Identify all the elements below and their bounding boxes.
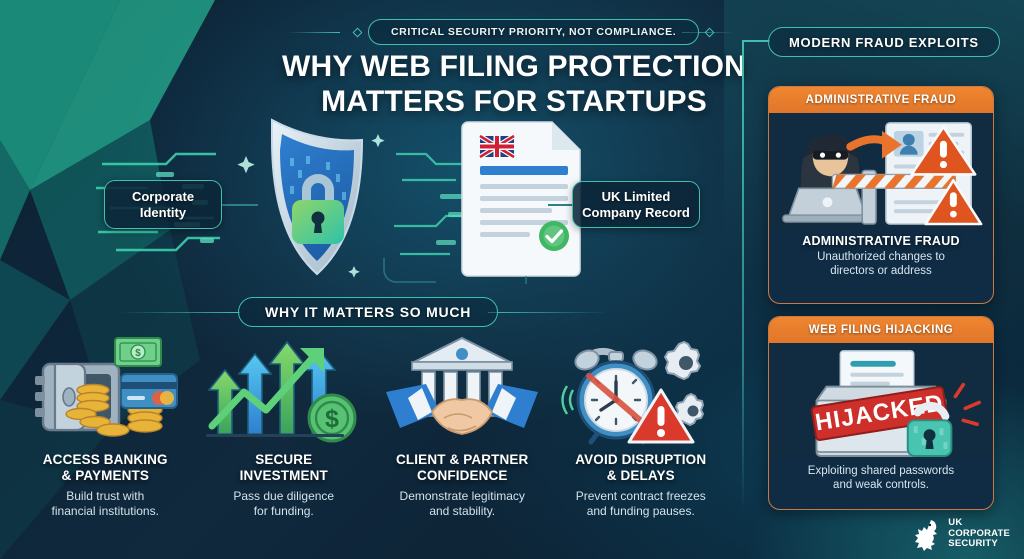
lion-rampant-icon <box>915 520 938 551</box>
logo-line-1: UK <box>948 517 963 529</box>
benefit-title-line-1: SECURE <box>255 452 313 467</box>
benefit-desc: Demonstrate legitimacy and stability. <box>400 489 525 520</box>
hacker-laptop-barrier-icon <box>769 113 993 232</box>
hero-connector-line <box>383 258 436 283</box>
fraud-card-header: ADMINISTRATIVE FRAUD <box>769 87 993 113</box>
benefits-row: $ ACCESS BANKING & PAYMENTS Build trust … <box>16 334 730 539</box>
benefit-desc: Build trust with financial institutions. <box>52 489 159 520</box>
benefit-desc-line-2: financial institutions. <box>51 504 159 519</box>
benefit-title: CLIENT & PARTNER CONFIDENCE <box>396 452 528 484</box>
panel-divider-elbow <box>742 40 770 42</box>
banknote-icon: $ <box>114 337 163 367</box>
broken-padlock-icon <box>906 382 981 457</box>
fraud-card-title: ADMINISTRATIVE FRAUD <box>802 233 960 248</box>
logo-line-2: CORPORATE <box>948 527 1010 539</box>
benefit-title-line-2: & PAYMENTS <box>61 467 150 483</box>
benefit-title-line-2: & DELAYS <box>606 467 675 483</box>
tag-left-line-1: Corporate <box>131 188 195 204</box>
benefit-desc-line-2: for funding. <box>253 504 314 519</box>
connector-right <box>548 204 574 206</box>
circuit-dashes-right <box>436 194 462 245</box>
alarm-clock <box>561 347 658 445</box>
alarm-clock-gears-warning-icon <box>561 340 704 445</box>
benefit-item: $ SECURE INVESTMENT Pass due diligence f… <box>195 334 374 539</box>
benefit-title: SECURE INVESTMENT <box>240 452 328 484</box>
fraud-panel-heading: MODERN FRAUD EXPLOITS <box>768 27 1000 57</box>
shield-padlock-icon <box>271 118 364 276</box>
title-line-1: WHY WEB FILING PROTECTION <box>282 50 746 83</box>
benefit-title-line-2: INVESTMENT <box>239 467 328 483</box>
eyebrow-rule-left <box>288 32 340 34</box>
sparkle-icons <box>237 134 385 278</box>
credit-card-icon <box>120 373 179 409</box>
verified-seal-icon <box>539 221 569 251</box>
mid-banner-label: WHY IT MATTERS SO MUCH <box>238 297 499 327</box>
tag-left-line-2: Identity <box>139 204 187 220</box>
tag-right-line-1: UK Limited <box>601 188 671 204</box>
title-line-2: MATTERS FOR STARTUPS <box>321 84 707 118</box>
fraud-card-desc: Exploiting shared passwords and weak con… <box>777 464 985 493</box>
tag-corporate-identity: Corporate Identity <box>104 180 222 229</box>
eyebrow-banner: CRITICAL SECURITY PRIORITY, NOT COMPLIAN… <box>347 19 720 45</box>
benefit-desc-line-2: and stability. <box>429 504 496 519</box>
logo-text: UK CORPORATE SECURITY <box>948 517 1010 550</box>
tag-right-line-2: Company Record <box>582 204 690 220</box>
svg-text:$: $ <box>325 405 339 433</box>
tag-uk-company-record: UK Limited Company Record <box>572 181 700 228</box>
fraud-card-desc-line-2: and weak controls. <box>833 479 929 492</box>
benefit-desc: Prevent contract freezes and funding pau… <box>576 489 706 520</box>
hijacked-filing-cabinet-icon: HIJACKED <box>769 343 993 460</box>
safe-coins-money-icon: $ <box>35 337 179 437</box>
uk-flag-icon <box>478 133 516 160</box>
warning-triangle-icon <box>924 179 983 226</box>
warning-triangle-icon <box>627 388 695 444</box>
benefit-title: AVOID DISRUPTION & DELAYS <box>575 452 706 484</box>
benefit-title-line-1: AVOID DISRUPTION <box>575 452 707 467</box>
diamond-icon <box>704 27 715 37</box>
laptop-icon <box>782 187 873 223</box>
page-title: WHY WEB FILING PROTECTION MATTERS FOR ST… <box>264 50 764 120</box>
benefit-title-line-1: ACCESS BANKING <box>42 452 168 467</box>
fraud-card-body: ADMINISTRATIVE FRAUD Unauthorized change… <box>769 232 993 287</box>
orange-arrow-icon <box>846 130 902 159</box>
handshake <box>386 384 539 435</box>
benefit-title-line-2: CONFIDENCE <box>416 467 508 483</box>
growth-arrows-dollar-icon: $ <box>205 340 357 443</box>
fraud-card-web-filing-hijacking[interactable]: WEB FILING HIJACKING HIJACKED <box>768 316 994 510</box>
panel-divider <box>742 40 744 510</box>
fraud-card-desc: Unauthorized changes to directors or add… <box>777 250 985 279</box>
benefit-desc: Pass due diligence for funding. <box>233 489 334 520</box>
fraud-card-header: WEB FILING HIJACKING <box>769 317 993 343</box>
benefit-item: AVOID DISRUPTION & DELAYS Prevent contra… <box>552 334 731 539</box>
benefit-title: ACCESS BANKING & PAYMENTS <box>43 452 168 484</box>
benefit-desc-line-1: Pass due diligence <box>233 488 335 503</box>
benefit-desc-line-1: Build trust with <box>66 488 145 503</box>
benefit-title-line-1: CLIENT & PARTNER <box>396 452 529 467</box>
logo-line-3: SECURITY <box>948 538 998 550</box>
benefit-item: CLIENT & PARTNER CONFIDENCE Demonstrate … <box>373 334 552 539</box>
connector-left <box>222 204 258 206</box>
fraud-card-body: Exploiting shared passwords and weak con… <box>769 460 993 501</box>
benefit-desc-line-1: Demonstrate legitimacy <box>399 488 525 503</box>
warning-triangle-icon <box>910 125 977 176</box>
dollar-coin-icon: $ <box>307 393 357 443</box>
benefit-desc-line-2: and funding pauses. <box>586 504 695 519</box>
fraud-card-desc-line-1: Exploiting shared passwords <box>807 464 955 477</box>
benefit-item: $ ACCESS BANKING & PAYMENTS Build trust … <box>16 334 195 539</box>
bank-handshake-icon <box>386 336 539 435</box>
fraud-card-administrative[interactable]: ADMINISTRATIVE FRAUD <box>768 86 994 304</box>
eyebrow-label: CRITICAL SECURITY PRIORITY, NOT COMPLIAN… <box>368 19 700 45</box>
brand-logo: UK CORPORATE SECURITY <box>911 503 1012 551</box>
diamond-icon <box>352 27 363 37</box>
uk-company-document-icon <box>461 121 581 277</box>
fraud-card-desc-line-1: Unauthorized changes to <box>817 250 945 263</box>
mid-banner-rule-left <box>120 312 240 314</box>
mid-banner-rule-right <box>488 312 608 314</box>
fraud-card-desc-line-2: directors or address <box>830 265 932 278</box>
eyebrow-rule-right <box>682 32 734 34</box>
svg-text:$: $ <box>135 348 141 359</box>
benefit-desc-line-1: Prevent contract freezes <box>575 488 706 503</box>
gear-icons <box>663 340 704 427</box>
